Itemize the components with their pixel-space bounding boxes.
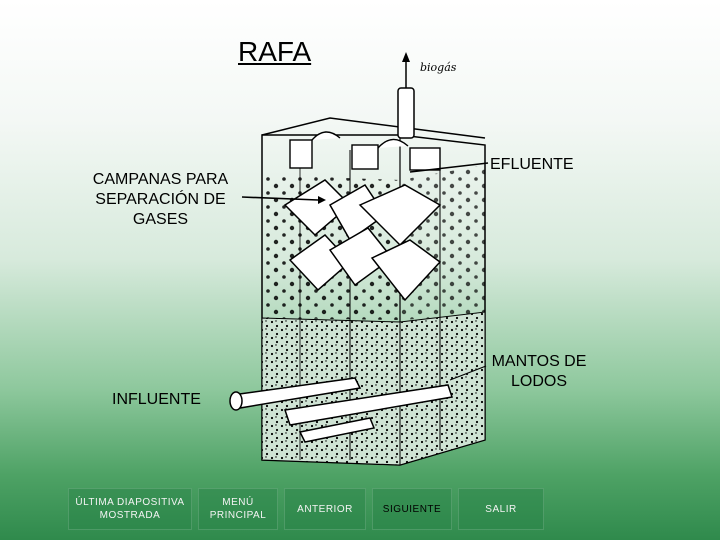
siguiente-button[interactable]: SIGUIENTE: [372, 488, 452, 530]
ultima-diapositiva-label: ÚLTIMA DIAPOSITIVA MOSTRADA: [69, 496, 191, 522]
efluente-label: EFLUENTE: [490, 155, 590, 175]
biogas-label: biogás: [420, 58, 456, 78]
salir-label: SALIR: [485, 503, 516, 516]
anterior-button[interactable]: ANTERIOR: [284, 488, 366, 530]
siguiente-label: SIGUIENTE: [383, 503, 441, 516]
influente-label: INFLUENTE: [112, 390, 222, 410]
ultima-diapositiva-button[interactable]: ÚLTIMA DIAPOSITIVA MOSTRADA: [68, 488, 192, 530]
salir-button[interactable]: SALIR: [458, 488, 544, 530]
menu-principal-label: MENÚ PRINCIPAL: [199, 496, 277, 522]
mantos-label: MANTOS DE LODOS: [484, 352, 594, 392]
menu-principal-button[interactable]: MENÚ PRINCIPAL: [198, 488, 278, 530]
campanas-label: CAMPANAS PARA SEPARACIÓN DE GASES: [78, 170, 243, 230]
anterior-label: ANTERIOR: [297, 503, 353, 516]
